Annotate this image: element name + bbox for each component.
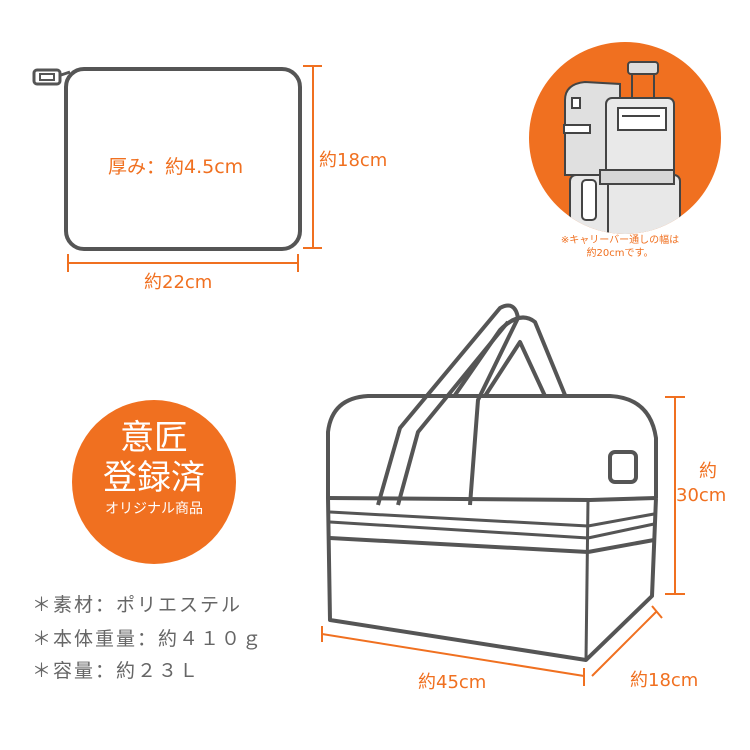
pouch-height-label: 約18cm xyxy=(319,150,388,171)
carry-bar-note-line2: 約20cmです。 xyxy=(586,248,654,259)
pouch-height-dimension xyxy=(303,65,322,249)
bag-height-dimension xyxy=(665,396,685,595)
bag-depth-dimension xyxy=(591,605,663,677)
bag-depth-label: 約18cm xyxy=(630,670,699,691)
spec-material: ＊素材：ポリエステル xyxy=(32,594,243,616)
carry-bar-illustration xyxy=(529,42,721,234)
design-registered-badge: 意匠 登録済 オリジナル商品 xyxy=(72,400,236,564)
carry-bar-note-line1: ※キャリーバー通しの幅は xyxy=(560,235,680,246)
folded-pouch-drawing xyxy=(32,67,302,251)
spec-capacity: ＊容量：約２３Ｌ xyxy=(32,660,201,682)
bag-width-label: 約45cm xyxy=(418,672,487,693)
carry-bar-note: ※キャリーバー通しの幅は 約20cmです。 xyxy=(535,234,705,260)
spec-weight: ＊本体重量：約４１０ｇ xyxy=(32,628,264,650)
bag-height-label-line2: 30cm xyxy=(676,485,727,506)
bag-drawing xyxy=(326,303,658,662)
pouch-thickness-label: 厚み：約4.5cm xyxy=(108,156,244,178)
badge-line3: オリジナル商品 xyxy=(105,501,203,517)
bag-height-label: 約 xyxy=(693,460,723,484)
badge-line2: 登録済 xyxy=(103,458,205,498)
pouch-width-dimension xyxy=(67,254,299,272)
bag-height-label-line1: 約 xyxy=(699,461,717,482)
bag-width-dimension xyxy=(321,626,585,686)
pouch-width-label: 約22cm xyxy=(144,272,213,293)
badge-line1: 意匠 xyxy=(120,418,188,458)
